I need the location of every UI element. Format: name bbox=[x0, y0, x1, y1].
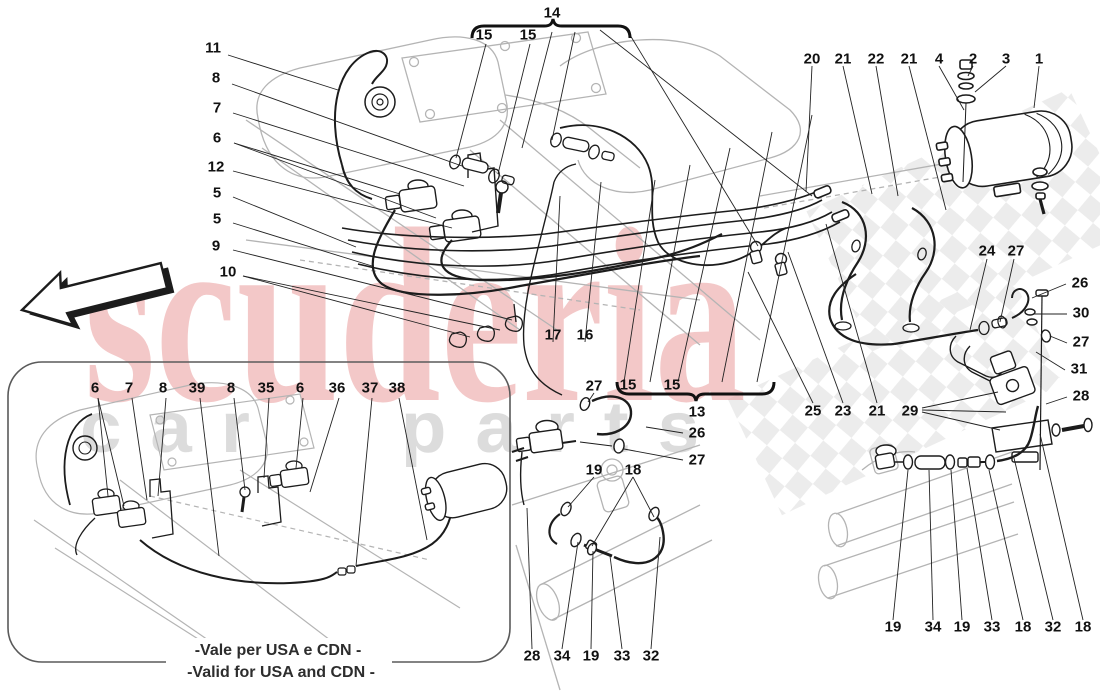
part-callout-5: 5 bbox=[212, 184, 222, 202]
part-callout-39: 39 bbox=[188, 379, 206, 397]
part-callout-27: 27 bbox=[585, 377, 603, 395]
solenoid-valves bbox=[371, 152, 723, 296]
watermark-subbrand-text: car parts bbox=[80, 388, 728, 468]
part-callout-27: 27 bbox=[1072, 333, 1090, 351]
center-valve-assembly bbox=[511, 395, 633, 506]
part-callout-23: 23 bbox=[834, 402, 852, 420]
part-callout-18: 18 bbox=[1074, 618, 1092, 636]
part-callout-13: 13 bbox=[688, 403, 706, 421]
part-callout-15: 15 bbox=[663, 376, 681, 394]
pipe-unions-top bbox=[449, 132, 615, 186]
grouping-brackets bbox=[470, 18, 776, 402]
part-callout-26: 26 bbox=[688, 424, 706, 442]
part-callout-15: 15 bbox=[475, 26, 493, 44]
part-callout-27: 27 bbox=[1007, 242, 1025, 260]
check-valves bbox=[749, 240, 788, 277]
part-callout-14: 14 bbox=[543, 4, 561, 22]
part-callout-26: 26 bbox=[1071, 274, 1089, 292]
engine-background-top bbox=[245, 31, 1015, 346]
inset-air-tank bbox=[420, 462, 508, 522]
engine-background-inset bbox=[33, 382, 461, 673]
inset-note-italian: -Vale per USA e CDN - bbox=[194, 642, 362, 659]
air-pipe-bundle bbox=[341, 124, 850, 396]
watermark-layer: scuderia car parts bbox=[80, 88, 1100, 516]
part-callout-15: 15 bbox=[619, 376, 637, 394]
part-callout-8: 8 bbox=[158, 379, 168, 397]
part-callout-1: 1 bbox=[1034, 50, 1044, 68]
part-callout-21: 21 bbox=[834, 50, 852, 68]
part-callout-21: 21 bbox=[868, 402, 886, 420]
leader-lines bbox=[97, 29, 1084, 650]
part-callout-28: 28 bbox=[523, 647, 541, 665]
part-callout-6: 6 bbox=[212, 129, 222, 147]
part-callout-4: 4 bbox=[934, 50, 944, 68]
part-callout-35: 35 bbox=[257, 379, 275, 397]
part-callout-17: 17 bbox=[544, 326, 562, 344]
part-callout-33: 33 bbox=[613, 647, 631, 665]
part-callout-6: 6 bbox=[90, 379, 100, 397]
bottom-right-hose-assembly bbox=[874, 405, 1040, 470]
part-callout-19: 19 bbox=[582, 647, 600, 665]
part-callout-10: 10 bbox=[219, 263, 237, 281]
components-main bbox=[334, 50, 1093, 565]
right-valve-assembly bbox=[949, 289, 1093, 471]
inset-note-english: -Valid for USA and CDN - bbox=[187, 664, 375, 681]
direction-arrow bbox=[19, 261, 175, 330]
part-callout-32: 32 bbox=[642, 647, 660, 665]
part-callout-37: 37 bbox=[361, 379, 379, 397]
part-callout-18: 18 bbox=[1014, 618, 1032, 636]
part-callout-36: 36 bbox=[328, 379, 346, 397]
part-callout-15: 15 bbox=[519, 26, 537, 44]
part-callout-30: 30 bbox=[1072, 304, 1090, 322]
part-callout-25: 25 bbox=[804, 402, 822, 420]
part-callout-19: 19 bbox=[953, 618, 971, 636]
part-callout-28: 28 bbox=[1072, 387, 1090, 405]
part-callout-33: 33 bbox=[983, 618, 1001, 636]
part-callout-9: 9 bbox=[211, 237, 221, 255]
part-callout-19: 19 bbox=[585, 461, 603, 479]
part-callout-8: 8 bbox=[211, 69, 221, 87]
part-callout-7: 7 bbox=[212, 99, 222, 117]
part-callout-2: 2 bbox=[968, 50, 978, 68]
part-callout-27: 27 bbox=[688, 451, 706, 469]
part-callout-11: 11 bbox=[205, 39, 221, 57]
part-callout-16: 16 bbox=[576, 326, 594, 344]
part-callout-6: 6 bbox=[295, 379, 305, 397]
part-callout-24: 24 bbox=[978, 242, 996, 260]
part-callout-12: 12 bbox=[207, 158, 225, 176]
part-callout-34: 34 bbox=[924, 618, 942, 636]
part-callout-20: 20 bbox=[803, 50, 821, 68]
tank-hoses bbox=[834, 200, 936, 333]
part-callout-18: 18 bbox=[624, 461, 642, 479]
part-callout-31: 31 bbox=[1070, 360, 1088, 378]
bottom-center-hose-assembly bbox=[548, 501, 665, 565]
engine-background-bottom-right bbox=[817, 443, 1019, 600]
part-callout-19: 19 bbox=[884, 618, 902, 636]
part-callout-38: 38 bbox=[388, 379, 406, 397]
part-callout-22: 22 bbox=[867, 50, 885, 68]
part-callout-21: 21 bbox=[900, 50, 918, 68]
part-callout-32: 32 bbox=[1044, 618, 1062, 636]
components-inset bbox=[63, 413, 508, 585]
part-callout-8: 8 bbox=[226, 379, 236, 397]
part-callout-34: 34 bbox=[553, 647, 571, 665]
part-callout-5: 5 bbox=[212, 210, 222, 228]
hose-24 bbox=[828, 273, 1030, 346]
part-callout-29: 29 bbox=[901, 402, 919, 420]
inset-box bbox=[7, 361, 511, 688]
part-callout-3: 3 bbox=[1001, 50, 1011, 68]
engine-background-bottom-center bbox=[511, 444, 713, 691]
air-tank bbox=[935, 59, 1073, 215]
part-callout-7: 7 bbox=[124, 379, 134, 397]
